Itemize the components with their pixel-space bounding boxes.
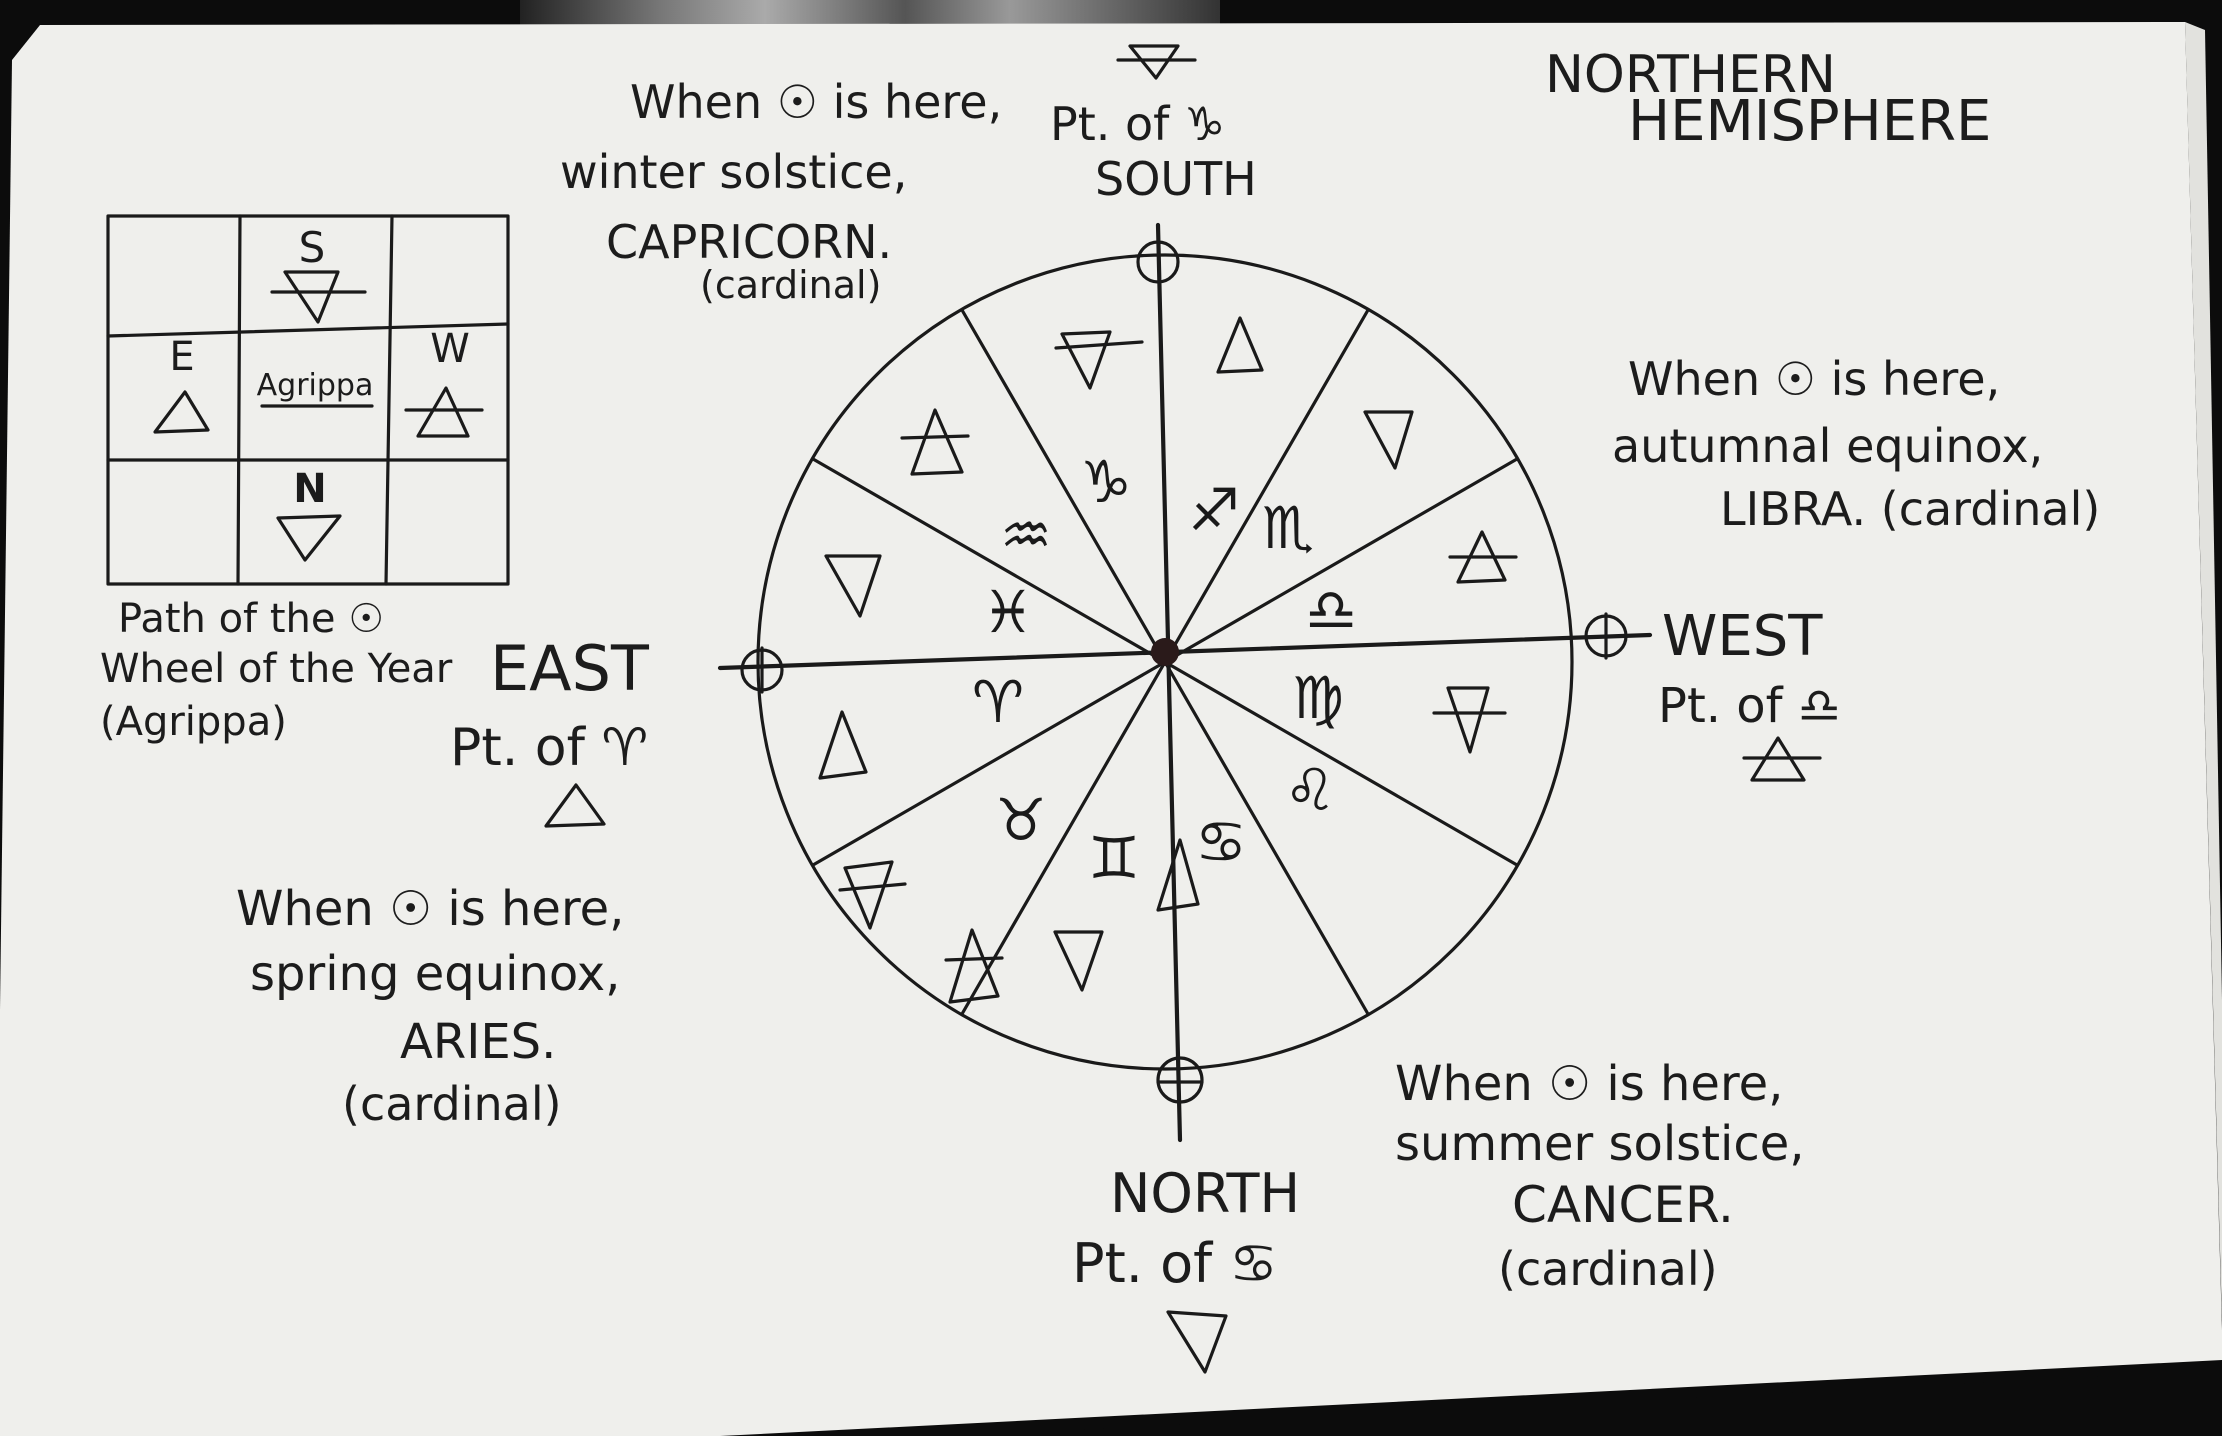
air-icon bbox=[900, 408, 970, 476]
svg-text:(Agrippa): (Agrippa) bbox=[100, 699, 287, 745]
svg-text:(cardinal): (cardinal) bbox=[1498, 1242, 1718, 1296]
grid-south-label: S bbox=[299, 223, 326, 272]
earth-icon bbox=[270, 270, 367, 324]
west-point: WEST Pt. of ♎ bbox=[1658, 604, 1841, 782]
fire-icon bbox=[1216, 316, 1264, 374]
sign-taurus-icon: ♉ bbox=[995, 786, 1047, 854]
agrippa-grid: S E Agrippa W N bbox=[106, 214, 510, 586]
water-icon bbox=[824, 554, 882, 618]
earth-icon bbox=[838, 860, 907, 930]
sign-virgo-icon: ♍ bbox=[1292, 664, 1344, 732]
background-table bbox=[960, 1370, 2222, 1436]
earth-cross-marker-south bbox=[1136, 240, 1180, 284]
svg-text:When ☉ is here,: When ☉ is here, bbox=[1395, 1056, 1783, 1112]
svg-text:When ☉ is here,: When ☉ is here, bbox=[236, 881, 624, 937]
north-point-of: Pt. of ♋ bbox=[1072, 1232, 1278, 1295]
west-point-of: Pt. of ♎ bbox=[1658, 678, 1841, 734]
element-triangles bbox=[818, 316, 1518, 1004]
east-point: EAST Pt. of ♈ bbox=[450, 632, 650, 828]
svg-text:LIBRA. (cardinal): LIBRA. (cardinal) bbox=[1720, 482, 2100, 536]
earth-icon bbox=[1432, 686, 1507, 754]
fire-icon bbox=[1156, 838, 1200, 912]
water-icon bbox=[276, 514, 342, 562]
svg-text:spring equinox,: spring equinox, bbox=[250, 946, 620, 1002]
svg-text:(cardinal): (cardinal) bbox=[700, 263, 881, 307]
title-line1: NORTHERN bbox=[1545, 45, 1836, 105]
air-icon bbox=[1742, 736, 1822, 782]
west-label: WEST bbox=[1662, 604, 1823, 669]
earth-icon bbox=[1054, 330, 1144, 390]
note-spring-equinox: When ☉ is here, spring equinox, ARIES. (… bbox=[236, 881, 624, 1131]
earth-cross-marker-west bbox=[1584, 612, 1628, 660]
sign-aries-icon: ♈ bbox=[972, 668, 1024, 736]
fire-icon bbox=[544, 783, 606, 828]
svg-text:When ☉ is here,: When ☉ is here, bbox=[630, 75, 1002, 129]
svg-text:autumnal equinox,: autumnal equinox, bbox=[1612, 419, 2043, 473]
air-icon bbox=[944, 928, 1004, 1004]
wheel-of-the-year: ♈ ♉ ♊ ♋ ♌ ♍ ♎ ♏ ♐ ♑ ♒ ♓ bbox=[717, 222, 1653, 1143]
east-west-axis bbox=[717, 632, 1653, 671]
earth-cross-marker-east bbox=[740, 646, 784, 694]
svg-text:CAPRICORN.: CAPRICORN. bbox=[606, 215, 892, 269]
note-winter-solstice: When ☉ is here, winter solstice, CAPRICO… bbox=[560, 75, 1002, 307]
note-summer-solstice: When ☉ is here, summer solstice, CANCER.… bbox=[1395, 1056, 1805, 1296]
sign-aquarius-icon: ♒ bbox=[1000, 501, 1052, 569]
fire-icon bbox=[153, 390, 210, 434]
sign-libra-icon: ♎ bbox=[1305, 576, 1357, 644]
sign-cancer-icon: ♋ bbox=[1195, 808, 1247, 876]
svg-text:Wheel of the Year: Wheel of the Year bbox=[100, 646, 453, 692]
sign-leo-icon: ♌ bbox=[1284, 756, 1336, 824]
agrippa-caption: Path of the ☉ Wheel of the Year (Agrippa… bbox=[100, 596, 453, 745]
south-label: SOUTH bbox=[1095, 152, 1257, 206]
south-point: Pt. of ♑ SOUTH bbox=[1050, 44, 1257, 206]
air-icon bbox=[404, 386, 484, 438]
north-point: NORTH Pt. of ♋ bbox=[1072, 1162, 1300, 1374]
north-south-axis bbox=[1155, 222, 1183, 1143]
note-autumnal-equinox: When ☉ is here, autumnal equinox, LIBRA.… bbox=[1612, 352, 2100, 536]
title-line2: HEMISPHERE bbox=[1628, 89, 1991, 154]
grid-north-label: N bbox=[293, 466, 326, 512]
earth-icon bbox=[1116, 44, 1197, 80]
water-icon bbox=[1166, 1310, 1228, 1374]
svg-text:ARIES.: ARIES. bbox=[400, 1014, 556, 1070]
paper-background bbox=[0, 22, 2222, 1436]
grid-center-label: Agrippa bbox=[257, 368, 374, 403]
earth-cross-marker-north bbox=[1156, 1056, 1204, 1104]
fire-icon bbox=[818, 710, 868, 780]
background-glare bbox=[520, 0, 1220, 28]
svg-text:summer solstice,: summer solstice, bbox=[1395, 1116, 1805, 1172]
air-icon bbox=[1448, 530, 1518, 584]
svg-text:Path of the ☉: Path of the ☉ bbox=[118, 596, 384, 642]
wheel-center bbox=[1151, 638, 1179, 666]
sign-gemini-icon: ♊ bbox=[1088, 824, 1140, 892]
svg-text:CANCER.: CANCER. bbox=[1512, 1176, 1734, 1234]
sign-capricorn-icon: ♑ bbox=[1080, 448, 1132, 516]
grid-west-label: W bbox=[430, 326, 470, 372]
water-icon bbox=[1363, 410, 1414, 470]
east-label: EAST bbox=[490, 632, 650, 705]
svg-text:winter solstice,: winter solstice, bbox=[560, 145, 907, 199]
grid-east-label: E bbox=[169, 334, 194, 380]
sign-sagittarius-icon: ♐ bbox=[1188, 476, 1240, 544]
svg-text:When ☉ is here,: When ☉ is here, bbox=[1628, 352, 2000, 406]
svg-text:(cardinal): (cardinal) bbox=[342, 1077, 562, 1131]
zodiac-glyphs: ♈ ♉ ♊ ♋ ♌ ♍ ♎ ♏ ♐ ♑ ♒ ♓ bbox=[972, 448, 1357, 892]
water-icon bbox=[1053, 930, 1104, 992]
south-point-of: Pt. of ♑ bbox=[1050, 97, 1225, 151]
sign-pisces-icon: ♓ bbox=[982, 578, 1034, 646]
east-point-of: Pt. of ♈ bbox=[450, 718, 648, 778]
north-label: NORTH bbox=[1110, 1162, 1300, 1225]
paper-back-sheet bbox=[2185, 22, 2222, 1320]
sign-scorpio-icon: ♏ bbox=[1262, 494, 1314, 562]
wheel-spokes bbox=[811, 308, 1519, 1016]
